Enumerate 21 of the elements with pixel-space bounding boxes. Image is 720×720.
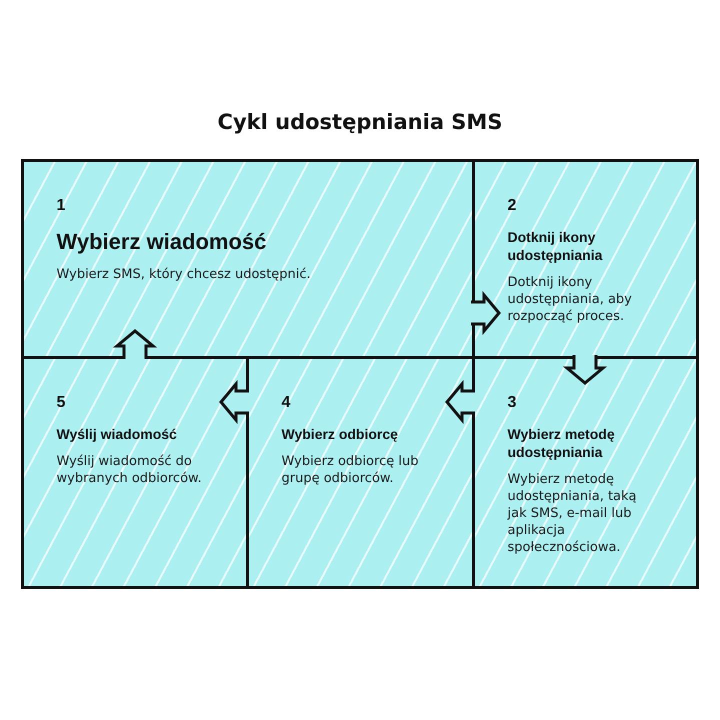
step-heading: Wyślij wiadomość xyxy=(56,424,177,442)
step-number: 2 xyxy=(508,196,516,216)
step-heading: Wybierz wiadomość xyxy=(56,228,266,256)
step-number: 4 xyxy=(282,392,290,412)
step-heading: Dotknij ikony udostępniania xyxy=(508,228,604,264)
step-description: Dotknij ikony udostępniania, aby rozpocząć proces. xyxy=(508,274,633,324)
step-description: Wybierz odbiorcę lub grupę odbiorców. xyxy=(282,452,420,486)
connector-arrow xyxy=(562,354,608,385)
step-panel xyxy=(20,158,474,358)
step-description: Wyślij wiadomość do wybranych odbiorców. xyxy=(56,452,203,486)
step-heading: Wybierz metodę udostępniania xyxy=(508,424,616,460)
connector-arrow xyxy=(470,290,501,336)
connector-arrow xyxy=(445,380,476,424)
step-heading: Wybierz odbiorcę xyxy=(282,424,398,442)
step-description: Wybierz metodę udostępniania, taką jak SMS, e-mail lub aplikacja społecznościowa. xyxy=(508,470,638,556)
step-number: 1 xyxy=(56,196,66,216)
step-number: 3 xyxy=(508,392,516,412)
diagram-title: Cykl udostępniania SMS xyxy=(218,109,502,136)
step-description: Wybierz SMS, który chcesz udostępnić. xyxy=(56,266,311,282)
step-number: 5 xyxy=(56,392,66,412)
connector-arrow xyxy=(219,380,250,424)
